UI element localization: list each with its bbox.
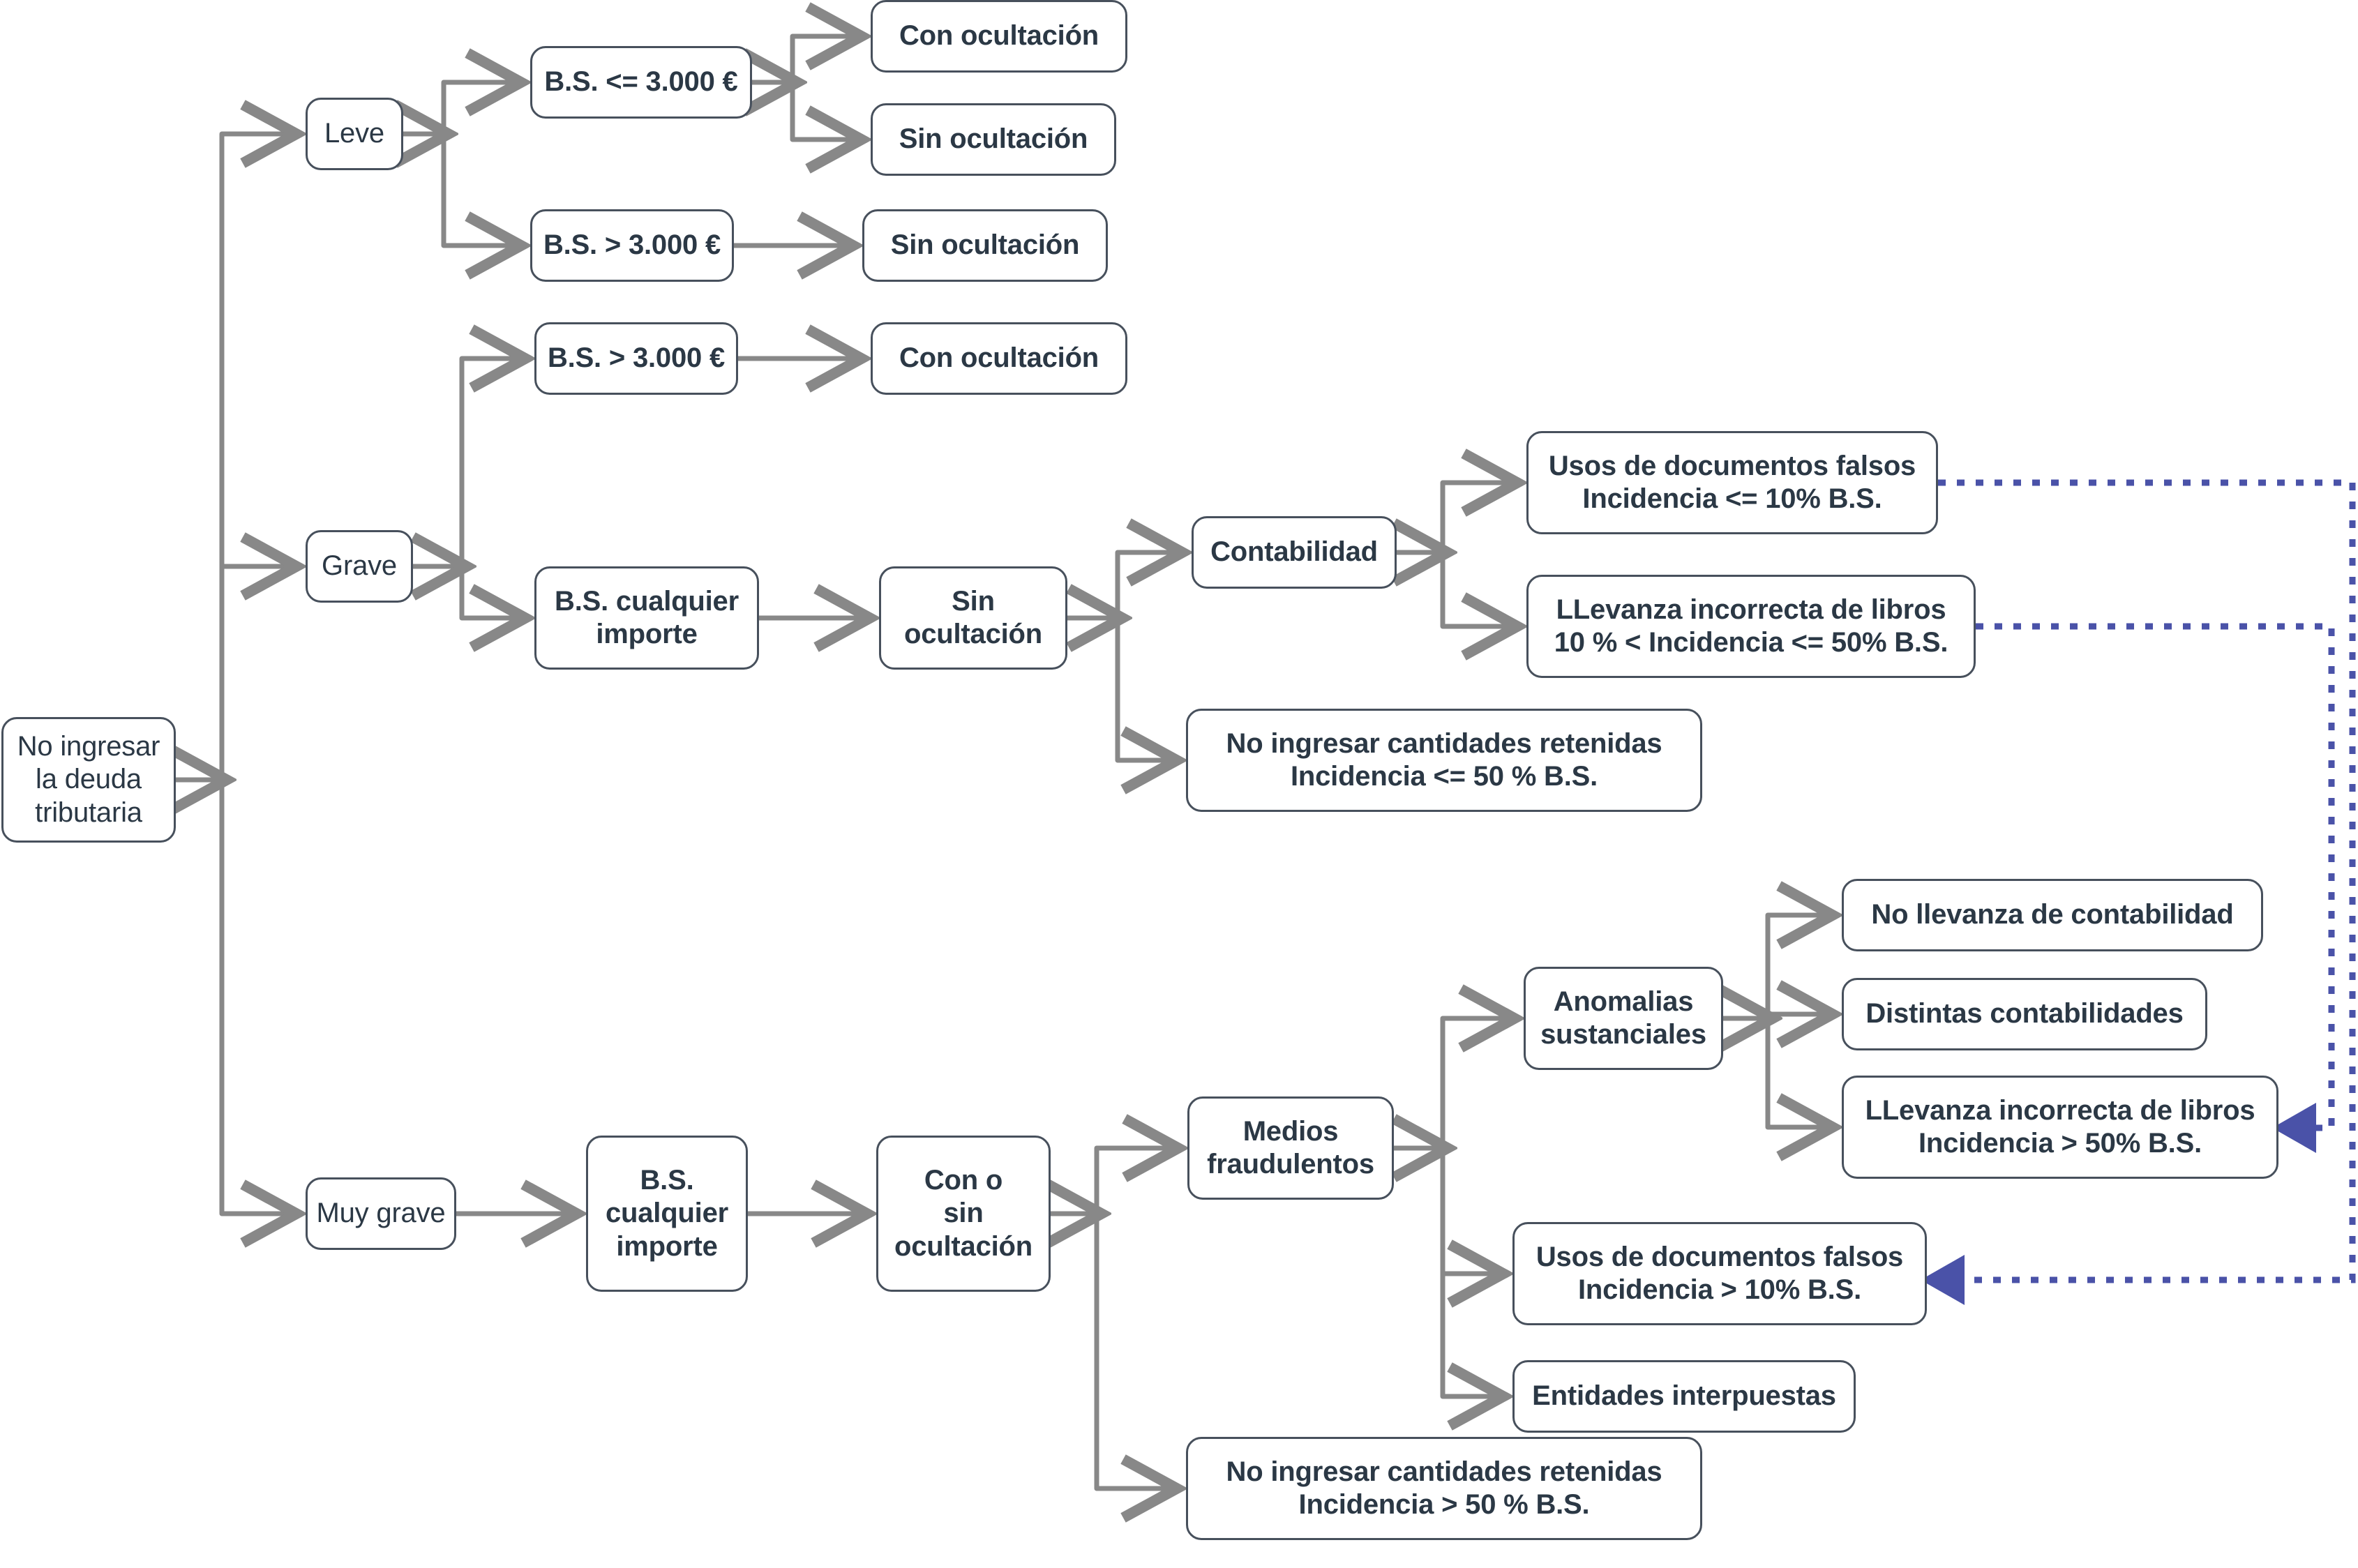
node-leve-con[interactable]: Con ocultación	[871, 0, 1127, 73]
node-root[interactable]: No ingresar la deuda tributaria	[1, 717, 176, 843]
node-muygrave[interactable]: Muy grave	[306, 1177, 456, 1250]
node-leve-bs-le[interactable]: B.S. <= 3.000 €	[530, 46, 752, 119]
node-mg-noing-gt50[interactable]: No ingresar cantidades retenidas Inciden…	[1186, 1437, 1702, 1540]
node-mg-con-sin[interactable]: Con o sin ocultación	[876, 1136, 1051, 1292]
node-mg-anomalias[interactable]: Anomalias sustanciales	[1524, 967, 1723, 1070]
node-grave-con[interactable]: Con ocultación	[871, 322, 1127, 395]
node-grave-bs-any[interactable]: B.S. cualquier importe	[534, 566, 759, 670]
node-contabilidad[interactable]: Contabilidad	[1192, 516, 1397, 589]
node-llev-10-50[interactable]: LLevanza incorrecta de libros 10 % < Inc…	[1526, 575, 1976, 678]
node-grave-sin[interactable]: Sin ocultación	[879, 566, 1067, 670]
node-mg-nollev[interactable]: No llevanza de contabilidad	[1842, 879, 2263, 951]
node-leve[interactable]: Leve	[306, 98, 403, 170]
node-noing-le50[interactable]: No ingresar cantidades retenidas Inciden…	[1186, 709, 1702, 812]
node-leve-bs-gt[interactable]: B.S. > 3.000 €	[530, 209, 734, 282]
node-leve-sin[interactable]: Sin ocultación	[871, 103, 1116, 176]
node-mg-bs-any[interactable]: B.S. cualquier importe	[586, 1136, 748, 1292]
node-usos-le10[interactable]: Usos de documentos falsos Incidencia <= …	[1526, 431, 1938, 534]
node-mg-entidades[interactable]: Entidades interpuestas	[1512, 1360, 1856, 1433]
node-grave[interactable]: Grave	[306, 530, 413, 603]
node-leve-sin2[interactable]: Sin ocultación	[862, 209, 1108, 282]
node-mg-usos-gt10[interactable]: Usos de documentos falsos Incidencia > 1…	[1512, 1222, 1927, 1325]
node-mg-medios[interactable]: Medios fraudulentos	[1187, 1096, 1394, 1200]
node-mg-llev-gt50[interactable]: LLevanza incorrecta de libros Incidencia…	[1842, 1076, 2278, 1179]
node-grave-bs-gt[interactable]: B.S. > 3.000 €	[534, 322, 738, 395]
node-mg-distintas[interactable]: Distintas contabilidades	[1842, 978, 2207, 1050]
